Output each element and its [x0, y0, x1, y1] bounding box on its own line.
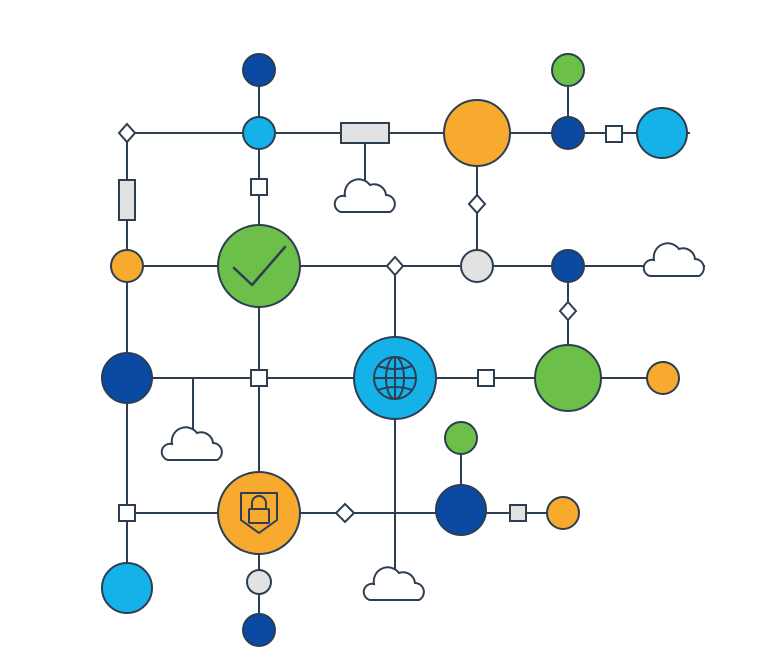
node-lock [217, 471, 301, 555]
node-dark-blue [551, 116, 585, 150]
junction-diamond [334, 502, 356, 524]
shield-lock-icon [240, 492, 278, 534]
node-dark-blue [242, 613, 276, 647]
node-dark-blue [435, 484, 487, 536]
node-orange-large [443, 99, 511, 167]
node-orange [646, 361, 680, 395]
node-light-blue [101, 562, 153, 614]
junction-square [477, 369, 495, 387]
node-dark-blue [101, 352, 153, 404]
junction-square [250, 178, 268, 196]
node-orange [546, 496, 580, 530]
junction-diamond [467, 193, 487, 215]
cloud-icon [160, 426, 223, 461]
clouds [160, 178, 705, 601]
checkmark-icon [232, 245, 287, 287]
junction-diamond [385, 255, 405, 277]
junction-diamonds [117, 122, 578, 524]
junction-diamond [558, 300, 578, 322]
nodes [101, 53, 688, 647]
node-dark-blue [242, 53, 276, 87]
cloud-icon [642, 242, 705, 277]
vertical-block [118, 179, 136, 221]
grey-blocks [118, 122, 390, 221]
cloud-icon [333, 178, 396, 213]
node-check [217, 224, 301, 308]
junction-diamond [117, 122, 137, 144]
horizontal-block [340, 122, 390, 144]
cloud-icon [362, 566, 425, 601]
junction-square [118, 504, 136, 522]
node-grey [460, 249, 494, 283]
junction-squares [118, 125, 623, 522]
globe-icon [373, 356, 417, 400]
junction-square [250, 369, 268, 387]
node-light-blue [636, 107, 688, 159]
junction-square-grey [509, 504, 527, 522]
junction-square [605, 125, 623, 143]
node-green [551, 53, 585, 87]
node-light-blue [242, 116, 276, 150]
node-dark-blue [551, 249, 585, 283]
node-green [444, 421, 478, 455]
node-green-large [534, 344, 602, 412]
node-grey [246, 569, 272, 595]
node-orange [110, 249, 144, 283]
